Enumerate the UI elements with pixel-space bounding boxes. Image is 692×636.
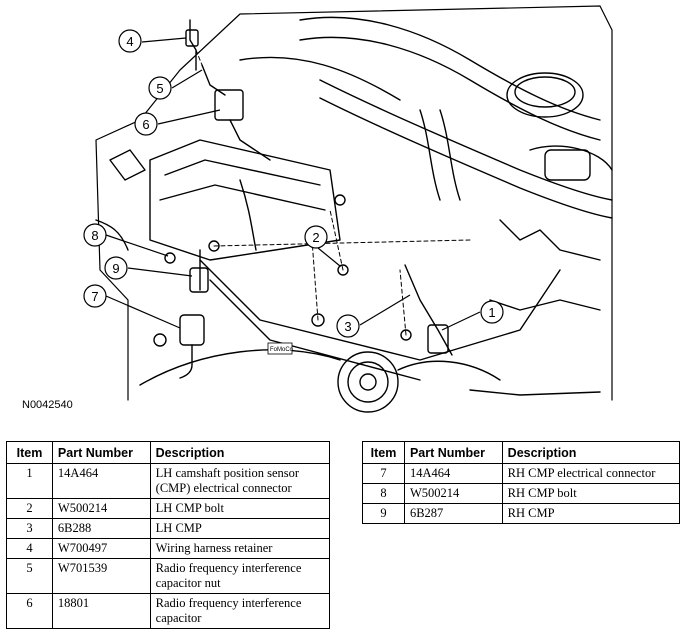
item-number: 5 — [6, 558, 53, 594]
description: RH CMP bolt — [501, 483, 681, 504]
part-number: 6B288 — [51, 518, 151, 539]
description: LH CMP — [149, 518, 331, 539]
item-number: 9 — [362, 503, 405, 524]
callout-7 — [83, 284, 107, 308]
header-description: Description — [501, 441, 681, 464]
header-item: Item — [362, 441, 405, 464]
part-number: 18801 — [51, 593, 151, 629]
table-row: 3 6B288 LH CMP — [6, 518, 331, 539]
callout-4 — [118, 29, 142, 53]
fomoco-stamp: FoMoCo — [270, 347, 294, 353]
description: Radio frequency interference capacitor n… — [149, 558, 331, 594]
description: Radio frequency interference capacitor — [149, 593, 331, 629]
table-row: 9 6B287 RH CMP — [362, 503, 681, 524]
header-item: Item — [6, 441, 53, 464]
header-description: Description — [149, 441, 331, 464]
item-number: 4 — [6, 538, 53, 559]
item-number: 2 — [6, 498, 53, 519]
description: RH CMP — [501, 503, 681, 524]
engine-illustration: FoMoCo — [83, 5, 613, 413]
item-number: 3 — [6, 518, 53, 539]
table-row: 5 W701539 Radio frequency interference c… — [6, 558, 331, 594]
item-number: 6 — [6, 593, 53, 629]
callout-3 — [336, 314, 360, 338]
callout-9-label: 9 — [112, 261, 119, 276]
description: Wiring harness retainer — [149, 538, 331, 559]
part-number: W701539 — [51, 558, 151, 594]
table-row: 7 14A464 RH CMP electrical connector — [362, 463, 681, 484]
callout-8-label: 8 — [91, 228, 98, 243]
header-part-number: Part Number — [403, 441, 503, 464]
callout-6-label: 6 — [142, 117, 149, 132]
callout-1 — [480, 300, 504, 324]
table-row: 4 W700497 Wiring harness retainer — [6, 538, 331, 559]
callout-2-label: 2 — [312, 230, 319, 245]
description: LH CMP bolt — [149, 498, 331, 519]
header-part-number: Part Number — [51, 441, 151, 464]
callout-2 — [304, 225, 328, 249]
engine-diagram: FoMoCo — [22, 5, 613, 413]
callout-8 — [83, 223, 107, 247]
table-header-row: Item Part Number Description — [6, 441, 331, 464]
description: RH CMP electrical connector — [501, 463, 681, 484]
item-number: 7 — [362, 463, 405, 484]
item-number: 8 — [362, 483, 405, 504]
table-header-row: Item Part Number Description — [362, 441, 681, 464]
item-number: 1 — [6, 463, 53, 499]
callout-6 — [134, 112, 158, 136]
callout-3-label: 3 — [344, 319, 351, 334]
part-number: W500214 — [403, 483, 503, 504]
callout-5 — [148, 76, 172, 100]
table-row: 6 18801 Radio frequency interference cap… — [6, 593, 331, 629]
part-number: W500214 — [51, 498, 151, 519]
callout-4-label: 4 — [126, 34, 133, 49]
part-number: 14A464 — [51, 463, 151, 499]
callout-5-label: 5 — [156, 81, 163, 96]
figure-id: N0042540 — [22, 399, 73, 411]
table-row: 8 W500214 RH CMP bolt — [362, 483, 681, 504]
part-number: 6B287 — [403, 503, 503, 524]
part-number: W700497 — [51, 538, 151, 559]
part-number: 14A464 — [403, 463, 503, 484]
table-row: 2 W500214 LH CMP bolt — [6, 498, 331, 519]
table-row: 1 14A464 LH camshaft position sensor (CM… — [6, 463, 331, 499]
callout-1-label: 1 — [488, 305, 495, 320]
description: LH camshaft position sensor (CMP) electr… — [149, 463, 331, 499]
parts-table-left: Item Part Number Description 1 14A464 LH… — [6, 441, 331, 629]
callout-9 — [104, 256, 128, 280]
callout-7-label: 7 — [91, 289, 98, 304]
parts-table-right: Item Part Number Description 7 14A464 RH… — [362, 441, 681, 524]
